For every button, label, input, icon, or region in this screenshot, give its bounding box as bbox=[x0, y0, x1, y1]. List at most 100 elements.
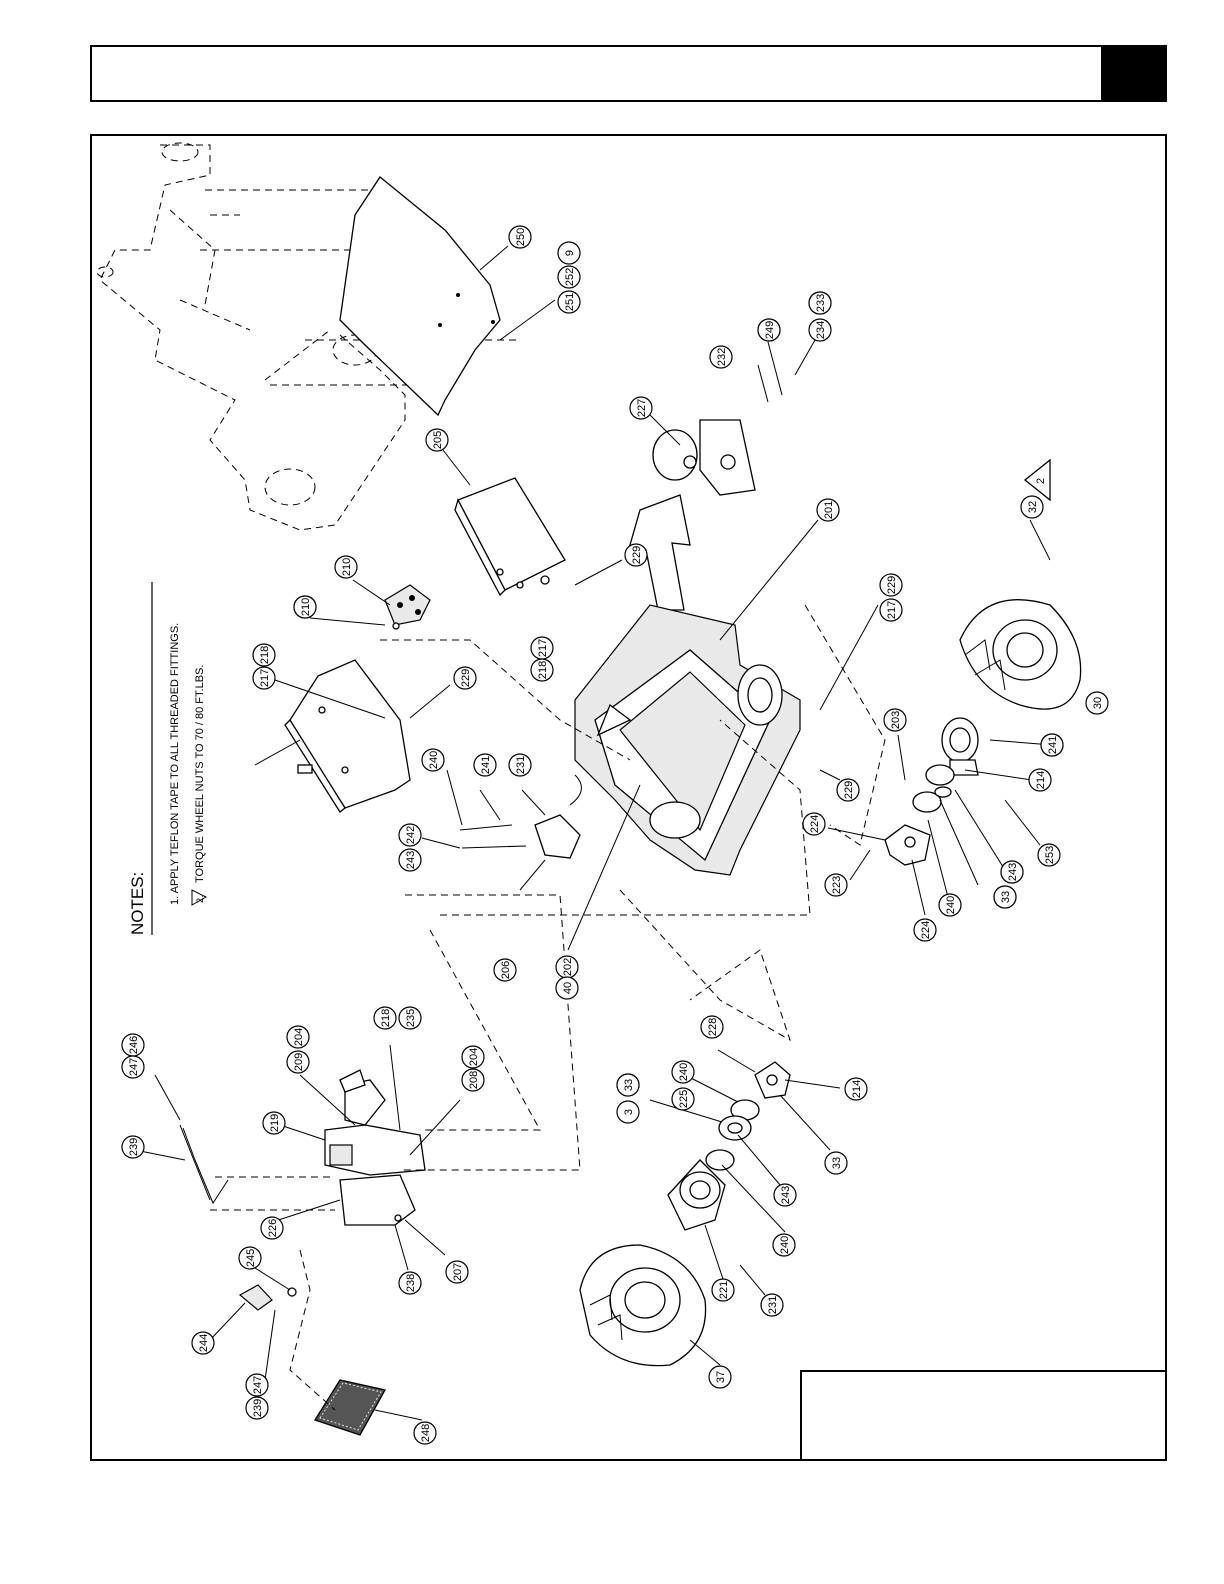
callout-219: 219 bbox=[262, 1111, 286, 1135]
notes-block: NOTES: 1. APPLY TEFLON TAPE TO ALL THREA… bbox=[128, 582, 208, 935]
callout-224: 224 bbox=[913, 918, 937, 942]
bracket-226 bbox=[339, 1174, 416, 1226]
callout-243: 243 bbox=[398, 848, 422, 872]
callout-circle bbox=[260, 1216, 284, 1240]
callout-226: 226 bbox=[260, 1216, 284, 1240]
callout-label: 240 bbox=[678, 1063, 690, 1081]
callout-label: 226 bbox=[267, 1219, 279, 1237]
callout-label: 204 bbox=[293, 1028, 305, 1046]
callout-32: 32 bbox=[1020, 495, 1044, 519]
callout-label: 202 bbox=[562, 958, 574, 976]
callout-circle bbox=[398, 848, 422, 872]
tire-30 bbox=[959, 599, 1082, 710]
callout-circle bbox=[671, 1087, 695, 1111]
callout-249: 249 bbox=[757, 318, 781, 342]
callout-circle bbox=[844, 1077, 868, 1101]
callout-circle bbox=[629, 396, 653, 420]
callout-circle bbox=[1028, 768, 1052, 792]
drawing-frame bbox=[90, 134, 1167, 1461]
callout-circle bbox=[671, 1060, 695, 1084]
callout-234: 234 bbox=[808, 318, 832, 342]
callout-252: 252 bbox=[557, 265, 581, 289]
callout-circle bbox=[993, 885, 1017, 909]
callout-circle bbox=[1000, 860, 1024, 884]
callout-label: 241 bbox=[1047, 736, 1059, 754]
callout-circle bbox=[453, 666, 477, 690]
callout-label: 240 bbox=[779, 1236, 791, 1254]
callout-241: 241 bbox=[1040, 733, 1064, 757]
motor-mount-227 bbox=[652, 419, 756, 496]
callout-circle bbox=[293, 595, 317, 619]
callout-label: 33 bbox=[1000, 891, 1012, 903]
motor-222-lower bbox=[705, 1061, 791, 1171]
callout-229: 229 bbox=[836, 778, 860, 802]
callout-circle bbox=[816, 498, 840, 522]
callout-244: 244 bbox=[191, 1331, 215, 1355]
callout-circle bbox=[557, 265, 581, 289]
callout-circle bbox=[238, 1246, 262, 1270]
callout-circle bbox=[757, 318, 781, 342]
callout-240: 240 bbox=[772, 1233, 796, 1257]
callout-circle bbox=[334, 555, 358, 579]
callout-label: 239 bbox=[252, 1399, 264, 1417]
callout-207: 207 bbox=[445, 1260, 469, 1284]
callout-label: 245 bbox=[245, 1249, 257, 1267]
callout-label: 234 bbox=[815, 321, 827, 339]
callout-206: 206 bbox=[493, 958, 517, 982]
callout-circle bbox=[1085, 691, 1109, 715]
callout-253: 253 bbox=[1037, 843, 1061, 867]
callout-33: 33 bbox=[616, 1073, 640, 1097]
callout-label: 206 bbox=[500, 961, 512, 979]
callout-30: 30 bbox=[1085, 691, 1109, 715]
callout-circle bbox=[493, 958, 517, 982]
note-2: TORQUE WHEEL NUTS TO 70 / 80 FT.LBS. bbox=[194, 665, 206, 883]
callout-245: 245 bbox=[238, 1246, 262, 1270]
callout-248: 248 bbox=[413, 1421, 437, 1445]
callout-circle bbox=[773, 1183, 797, 1207]
callout-label: 247 bbox=[252, 1376, 264, 1394]
callout-circle bbox=[530, 658, 554, 682]
callout-label: 37 bbox=[715, 1371, 727, 1383]
callout-218: 218 bbox=[530, 658, 554, 682]
callout-label: 210 bbox=[300, 598, 312, 616]
note-2-marker: 2. bbox=[195, 895, 205, 903]
callout-204: 204 bbox=[461, 1045, 485, 1069]
control-box-205 bbox=[454, 477, 566, 597]
callout-204: 204 bbox=[286, 1025, 310, 1049]
callout-217: 217 bbox=[879, 598, 903, 622]
callout-circle bbox=[802, 812, 826, 836]
callout-label: 224 bbox=[809, 815, 821, 833]
callout-circle bbox=[708, 1365, 732, 1389]
callout-label: 201 bbox=[823, 501, 835, 519]
callout-circle bbox=[1037, 843, 1061, 867]
callout-label: 33 bbox=[831, 1157, 843, 1169]
callout-circle bbox=[508, 753, 532, 777]
callout-leaders bbox=[134, 245, 1053, 1421]
callout-202: 202 bbox=[555, 955, 579, 979]
callout-circle bbox=[286, 1025, 310, 1049]
callout-label: 217 bbox=[537, 639, 549, 657]
callout-240: 240 bbox=[938, 893, 962, 917]
callout-label: 214 bbox=[851, 1080, 863, 1098]
callout-circle bbox=[808, 291, 832, 315]
callout-label: 229 bbox=[460, 669, 472, 687]
callout-228: 228 bbox=[700, 1015, 724, 1039]
callout-label: 252 bbox=[564, 268, 576, 286]
callout-label: 217 bbox=[259, 669, 271, 687]
callout-210: 210 bbox=[293, 595, 317, 619]
callout-218: 218 bbox=[252, 643, 276, 667]
callout-243: 243 bbox=[1000, 860, 1024, 884]
callout-circle bbox=[557, 290, 581, 314]
callout-label: 205 bbox=[432, 431, 444, 449]
motor-222-right bbox=[884, 824, 931, 866]
callout-241: 241 bbox=[473, 753, 497, 777]
callout-label: 244 bbox=[198, 1334, 210, 1352]
callout-label: 223 bbox=[831, 876, 843, 894]
callout-218: 218 bbox=[373, 1006, 397, 1030]
grille-248 bbox=[314, 1379, 386, 1436]
callout-circle bbox=[616, 1073, 640, 1097]
rod-239 bbox=[179, 1124, 229, 1205]
floor-plate-250 bbox=[339, 176, 501, 417]
tank-216 bbox=[284, 659, 411, 813]
